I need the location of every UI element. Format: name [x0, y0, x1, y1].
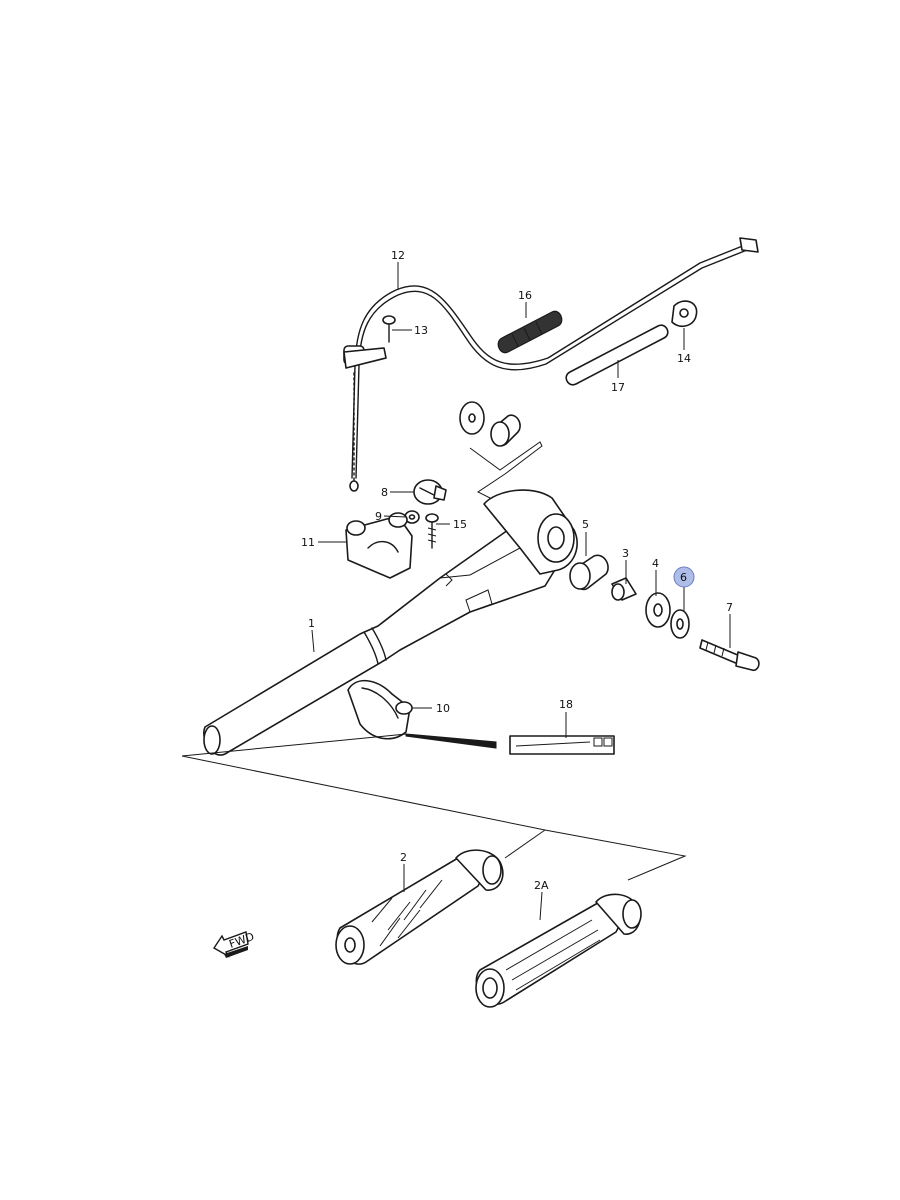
label-3[interactable]: 3	[622, 547, 629, 560]
cable-clamp-screw[interactable]	[343, 315, 396, 369]
bolt-15[interactable]	[425, 513, 439, 549]
collar[interactable]	[611, 577, 637, 601]
fwd-text: FWD	[227, 930, 256, 951]
label-1[interactable]: 1	[308, 617, 315, 630]
label-10[interactable]: 10	[436, 702, 450, 715]
label-11[interactable]: 11	[301, 536, 315, 549]
label-5[interactable]: 5	[582, 518, 589, 531]
label-15[interactable]: 15	[453, 518, 467, 531]
fwd-arrow-icon: FWD	[213, 930, 256, 958]
grip-2a[interactable]	[475, 893, 642, 1008]
upper-collar[interactable]	[490, 414, 521, 447]
bolt-7[interactable]	[699, 639, 760, 672]
label-16[interactable]: 16	[518, 289, 532, 302]
label-8[interactable]: 8	[381, 486, 388, 499]
highlight-marker	[673, 566, 695, 588]
label-2[interactable]: 2	[400, 851, 407, 864]
label-12[interactable]: 12	[391, 249, 405, 262]
throttle-cable[interactable]	[343, 237, 759, 492]
balancer-weight[interactable]	[569, 554, 609, 591]
label-6[interactable]: 6	[680, 571, 687, 584]
cap-screw[interactable]	[413, 479, 447, 505]
label-2a[interactable]: 2A	[534, 879, 549, 892]
part-labels: 12 13 16 17 14 8 9 15 11 5 3 4 6 7 1 10 …	[301, 249, 733, 892]
label-13[interactable]: 13	[414, 324, 428, 337]
label-4[interactable]: 4	[652, 557, 659, 570]
label-9[interactable]: 9	[375, 510, 382, 523]
label-14[interactable]: 14	[677, 352, 691, 365]
label-7[interactable]: 7	[726, 601, 733, 614]
rubber-cover[interactable]	[497, 310, 563, 354]
hose-clamp[interactable]	[671, 300, 698, 328]
lower-holder[interactable]	[347, 679, 413, 740]
grip-2[interactable]	[335, 849, 504, 965]
handlebar[interactable]	[203, 489, 578, 756]
hose[interactable]	[565, 324, 669, 386]
caution-label[interactable]	[509, 735, 615, 755]
washer-4[interactable]	[645, 592, 671, 628]
upper-washer[interactable]	[459, 401, 485, 435]
washer-6[interactable]	[670, 609, 690, 639]
leader-lines	[311, 262, 731, 921]
label-18[interactable]: 18	[559, 698, 573, 711]
label-17[interactable]: 17	[611, 381, 625, 394]
